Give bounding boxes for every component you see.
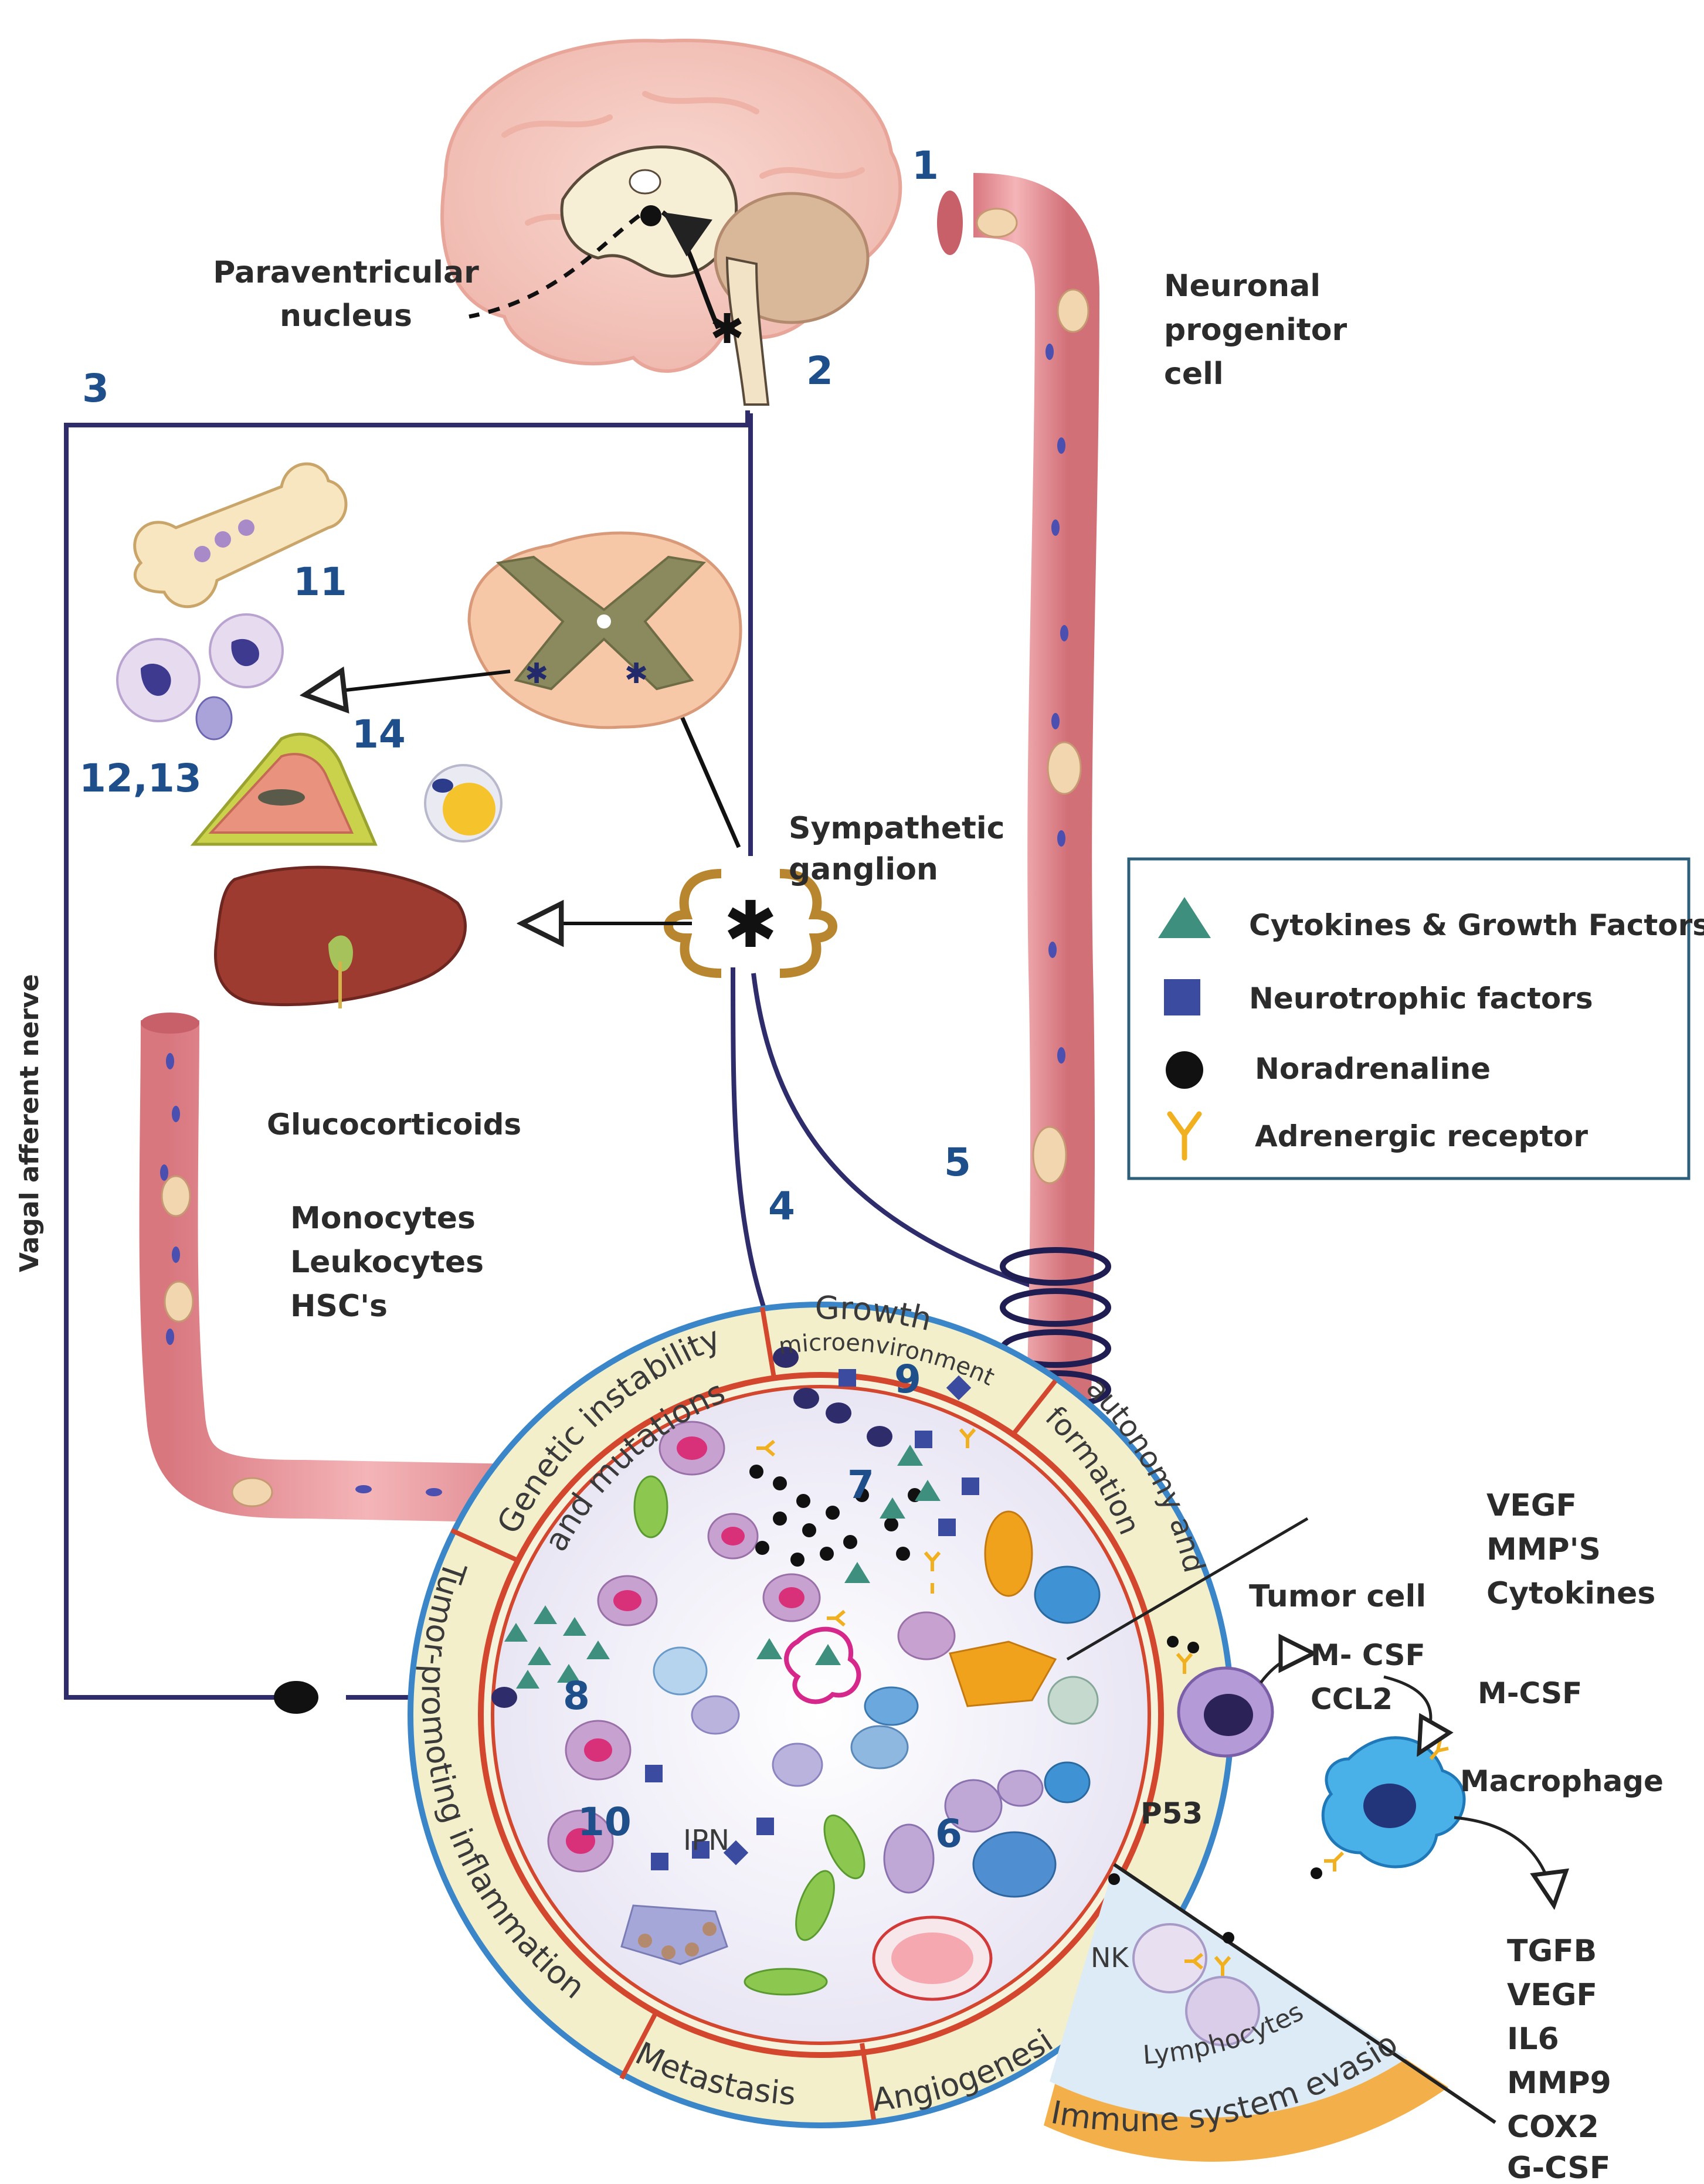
- neuronal-label-2: progenitor: [1164, 313, 1347, 348]
- adrenal-gland: [190, 732, 378, 846]
- spinal-asterisk-right-icon: ✱: [624, 657, 648, 690]
- vagal-noradrenaline-dot: [274, 1681, 318, 1714]
- macrophage-output-list: TGFB VEGF IL6 MMP9 COX2 G-CSF: [1507, 1934, 1611, 2184]
- lymphocyte-cell: [1185, 1976, 1260, 2046]
- paraventricular-label-2: nucleus: [280, 298, 412, 334]
- legend-cytokines-label: Cytokines & Growth Factors: [1249, 908, 1704, 942]
- dot-icon: [1166, 1051, 1203, 1089]
- neuronal-progenitor-cells: [976, 208, 1089, 1184]
- cox2-label: COX2: [1507, 2110, 1599, 2145]
- liver-illustration: [214, 865, 467, 1008]
- number-10: 10: [578, 1799, 632, 1845]
- receptor-y-icon: [1167, 1111, 1202, 1161]
- immune-evasion-wedge: [1044, 1863, 1496, 2162]
- right-blood-vessel: [973, 173, 1100, 1503]
- vagal-nerve-label: Vagal afferent nerve: [15, 974, 45, 1272]
- number-9: 9: [894, 1357, 921, 1402]
- neuronal-label-3: cell: [1164, 356, 1224, 392]
- tumor-cell-pointer: [1066, 1517, 1309, 1661]
- macrophage-output-arrow: [1454, 1816, 1554, 1906]
- sympathetic-label-2: ganglion: [789, 852, 938, 887]
- gcsf-label: G-CSF: [1507, 2151, 1610, 2184]
- mcsf-arrow-label: M- CSF: [1311, 1638, 1425, 1672]
- number-8: 8: [563, 1673, 590, 1718]
- number-14: 14: [352, 712, 406, 757]
- fat-cell: [424, 764, 503, 843]
- pvn-dashed-pointer: [469, 214, 641, 319]
- nk-cell: [1132, 1923, 1207, 1993]
- sympathetic-ganglion: ✱: [664, 869, 837, 978]
- tgfb-label: TGFB: [1507, 1934, 1597, 1969]
- number-1: 1: [912, 143, 939, 188]
- legend-box: Cytokines & Growth Factors Neurotrophic …: [1127, 857, 1704, 1180]
- number-4: 4: [768, 1184, 795, 1229]
- leukocytes-label: Leukocytes: [290, 1245, 484, 1280]
- noradrenaline-release: [749, 1347, 1199, 1653]
- number-7: 7: [847, 1462, 874, 1507]
- square-icon: [1164, 979, 1200, 1015]
- ipn-label: IPN: [683, 1824, 729, 1857]
- dna-tangle-icon: [784, 1626, 861, 1704]
- number-11: 11: [293, 559, 347, 604]
- neurotrophic-factor-squares: [645, 1369, 979, 1870]
- brainstem-asterisk-icon: ✱: [710, 305, 745, 353]
- number-12-13: 12,13: [79, 756, 202, 801]
- number-3: 3: [82, 366, 109, 411]
- legend-receptor-label: Adrenergic receptor: [1255, 1119, 1588, 1153]
- macrophage-label: Macrophage: [1460, 1764, 1664, 1798]
- bone-illustration: [133, 462, 348, 609]
- nk-label: NK: [1091, 1942, 1129, 1974]
- ccl2-to-macrophage-arrow: [1383, 1675, 1431, 1753]
- cytokine-triangles: [504, 1445, 941, 1689]
- glucocorticoids-label: Glucocorticoids: [267, 1108, 521, 1142]
- tumor-cells: [547, 1421, 1101, 2001]
- spinal-to-immune-arrow: [305, 671, 511, 695]
- mmp9-label: MMP9: [1507, 2066, 1611, 2101]
- vagal-terminal: [491, 1687, 517, 1708]
- tumor-cell-label: Tumor cell: [1249, 1579, 1426, 1614]
- left-vessel-opening: [141, 1013, 199, 1034]
- brain-illustration: ✱: [440, 39, 902, 406]
- vegf-label: VEGF: [1486, 1488, 1577, 1523]
- number-2: 2: [806, 348, 833, 393]
- brainstem: [725, 256, 770, 406]
- number-6: 6: [935, 1811, 962, 1856]
- right-vessel-particles: [1046, 344, 1068, 1181]
- p53-label: P53: [1140, 1796, 1203, 1830]
- outside-tumor-cell: [1177, 1666, 1274, 1758]
- ganglion-asterisk-icon: ✱: [724, 887, 778, 962]
- immune-cells-cluster: [116, 613, 284, 741]
- number-5: 5: [944, 1140, 971, 1185]
- paraventricular-label: Paraventricular: [213, 255, 479, 290]
- triangle-icon: [1158, 897, 1211, 938]
- ccl2-label: CCL2: [1311, 1682, 1393, 1716]
- mcsf-label: M-CSF: [1478, 1676, 1582, 1710]
- mmps-label: MMP'S: [1486, 1532, 1601, 1567]
- spinal-cord-section: ✱ ✱: [467, 531, 742, 729]
- monocytes-label: Monocytes: [290, 1201, 476, 1236]
- left-blood-vessel: [139, 1020, 610, 1524]
- sympathetic-label: Sympathetic: [789, 811, 1005, 846]
- paraventricular-nucleus-dot: [640, 205, 661, 226]
- macrophage-cell: [1311, 1736, 1466, 1879]
- hscs-label: HSC's: [290, 1289, 388, 1324]
- il6-label: IL6: [1507, 2022, 1559, 2057]
- right-vessel-opening: [937, 191, 963, 255]
- tumor-to-mcsf-arrow: [1260, 1653, 1313, 1684]
- legend-noradrenaline-label: Noradrenaline: [1255, 1052, 1491, 1086]
- legend-neurotrophic-label: Neurotrophic factors: [1249, 981, 1593, 1015]
- neuronal-label: Neuronal: [1164, 269, 1321, 304]
- ipn-cell: [620, 1904, 728, 1965]
- vegf2-label: VEGF: [1507, 1978, 1597, 2013]
- nerve-paths: [64, 410, 1045, 1700]
- cytokines-label: Cytokines: [1486, 1576, 1655, 1611]
- spinal-asterisk-left-icon: ✱: [525, 657, 548, 690]
